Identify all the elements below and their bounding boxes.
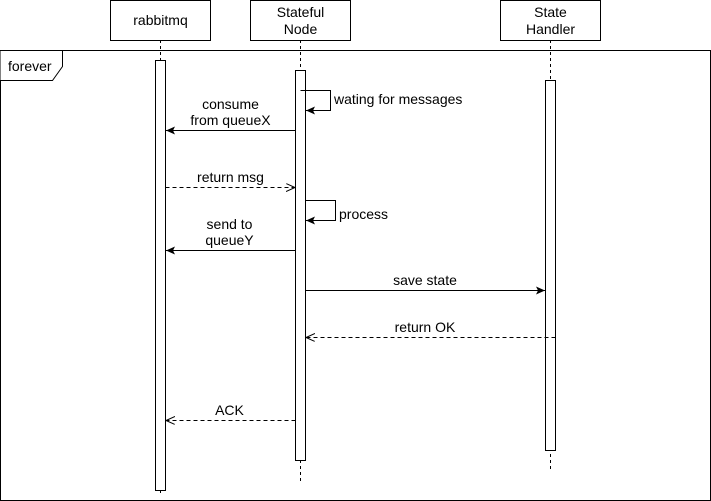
participant-rabbitmq-label: rabbitmq	[133, 12, 187, 28]
message-return-ok[interactable]: return OK	[306, 319, 556, 338]
message-self-wait-label: wating for messages	[333, 91, 462, 107]
message-return-msg[interactable]: return msg	[165, 169, 296, 188]
participant-state-handler-box[interactable]	[500, 0, 601, 41]
loop-frame-label: forever	[8, 58, 52, 74]
participant-stateful-node-label-line1: Stateful	[277, 4, 324, 20]
participant-rabbitmq-box[interactable]	[110, 0, 211, 41]
message-consume-label-line2: from queueX	[190, 112, 271, 128]
loop-frame-border	[0, 50, 711, 501]
activation-bar-state-handler[interactable]	[545, 80, 556, 451]
participant-state-handler[interactable]: State Handler	[500, 0, 601, 41]
message-self-process-arrow[interactable]	[305, 200, 336, 225]
loop-frame-tab	[0, 50, 63, 81]
activation-bar-rabbitmq[interactable]	[155, 60, 166, 491]
participant-rabbitmq[interactable]: rabbitmq	[110, 0, 211, 41]
message-send-label-line2: queueY	[205, 232, 254, 248]
message-self-wait[interactable]: wating for messages	[300, 90, 463, 115]
participant-stateful-node-label-line2: Node	[284, 21, 318, 37]
message-consume-label-line1: consume	[202, 96, 259, 112]
message-return-ok-label: return OK	[395, 319, 456, 335]
message-consume[interactable]: consume from queueX	[166, 96, 296, 135]
message-save-state[interactable]: save state	[305, 272, 546, 295]
message-return-msg-label: return msg	[197, 169, 264, 185]
message-self-process[interactable]: process	[305, 200, 389, 225]
message-send-label-line1: send to	[207, 216, 253, 232]
participant-stateful-node-box[interactable]	[250, 0, 351, 41]
message-self-process-label: process	[339, 206, 388, 222]
activation-bars	[155, 60, 556, 491]
message-ack-label: ACK	[215, 402, 244, 418]
message-self-wait-arrow[interactable]	[300, 90, 331, 115]
participant-stateful-node[interactable]: Stateful Node	[250, 0, 351, 41]
loop-frame: forever	[0, 50, 711, 501]
activation-bar-stateful-node[interactable]	[295, 70, 306, 461]
message-save-state-label: save state	[393, 272, 457, 288]
participant-state-handler-label-line1: State	[534, 4, 567, 20]
participant-state-handler-label-line2: Handler	[526, 21, 575, 37]
message-send[interactable]: send to queueY	[166, 216, 296, 255]
message-ack[interactable]: ACK	[166, 402, 296, 421]
